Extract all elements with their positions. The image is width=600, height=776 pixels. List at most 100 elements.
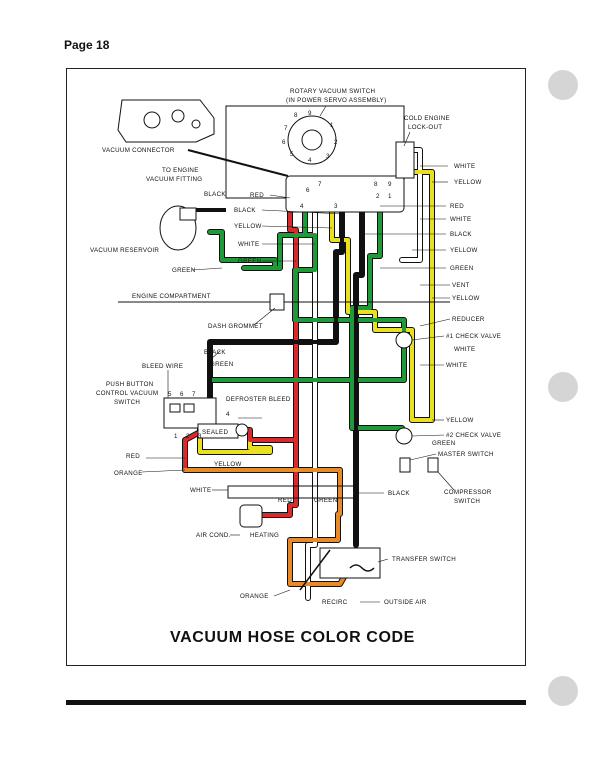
label-black-engine: BLACK — [204, 191, 226, 198]
hose-green-right — [350, 196, 404, 430]
svg-text:7: 7 — [284, 125, 288, 132]
svg-text:7: 7 — [192, 391, 196, 398]
svg-text:6: 6 — [282, 139, 286, 146]
footer-rule — [66, 700, 526, 705]
label-check-valve-1: #1 CHECK VALVE — [446, 333, 501, 340]
punch-hole-bottom — [548, 676, 578, 706]
label-vacuum-connector: VACUUM CONNECTOR — [102, 147, 175, 154]
label-red-push: RED — [126, 453, 140, 460]
page-number: Page 18 — [64, 38, 110, 52]
hose-green-main — [273, 196, 307, 270]
air-cond-actuator — [239, 504, 263, 528]
dash-grommet — [269, 293, 285, 311]
check-valve-2 — [395, 427, 413, 445]
svg-text:4: 4 — [226, 411, 230, 418]
hose-orange — [183, 468, 342, 586]
label-heating: HEATING — [250, 532, 279, 539]
label-push-button: PUSH BUTTON — [106, 381, 154, 388]
svg-text:9: 9 — [308, 110, 312, 117]
svg-text:9: 9 — [388, 181, 392, 188]
switch-plate-drawing — [117, 99, 215, 143]
label-green-master: GREEN — [432, 440, 456, 447]
label-bleed-wire: BLEED WIRE — [142, 363, 183, 370]
label-dash-grommet: DASH GROMMET — [208, 323, 263, 330]
svg-text:8: 8 — [294, 112, 298, 119]
label-rotary-switch-sub: (IN POWER SERVO ASSEMBLY) — [286, 97, 386, 104]
rotary-switch-dial — [287, 115, 337, 165]
master-switch — [399, 457, 411, 473]
label-yellow-vent: YELLOW — [452, 295, 480, 302]
svg-text:3: 3 — [198, 433, 202, 440]
svg-text:4: 4 — [300, 203, 304, 210]
switch-numbers: 8 9 1 2 3 4 5 6 7 7 6 4 3 8 9 2 1 5 6 7 … — [168, 110, 392, 440]
vacuum-connector — [285, 175, 405, 213]
cold-engine-lockout — [395, 141, 415, 179]
components — [117, 99, 450, 591]
svg-text:1: 1 — [388, 193, 392, 200]
label-to-engine-sub: VACUUM FITTING — [146, 176, 202, 183]
svg-text:7: 7 — [318, 181, 322, 188]
label-compressor: COMPRESSOR — [444, 489, 492, 496]
hose-red-bottom — [258, 438, 298, 517]
label-compressor-2: SWITCH — [454, 498, 480, 505]
svg-text:1: 1 — [330, 122, 334, 129]
svg-text:5: 5 — [168, 391, 172, 398]
svg-text:3: 3 — [326, 153, 330, 160]
svg-text:2: 2 — [376, 193, 380, 200]
hoses — [182, 147, 435, 601]
label-white-right: WHITE — [450, 216, 471, 223]
diagram-frame — [66, 68, 526, 666]
label-yellow-push: YELLOW — [214, 461, 242, 468]
punch-hole-top — [548, 70, 578, 100]
label-push-button-3: SWITCH — [114, 399, 140, 406]
label-yellow-left: YELLOW — [234, 223, 262, 230]
svg-text:6: 6 — [306, 187, 310, 194]
compressor-switch — [427, 457, 439, 473]
label-white-cv1: WHITE — [454, 346, 475, 353]
svg-text:2: 2 — [334, 139, 338, 146]
label-cold-engine: COLD ENGINE — [404, 115, 450, 122]
label-green-reservoir: GREEN — [172, 267, 196, 274]
label-red-right: RED — [450, 203, 464, 210]
hose-junction — [227, 485, 357, 499]
label-recirc: RECIRC — [322, 599, 348, 606]
punch-hole-middle — [548, 372, 578, 402]
label-orange-push: ORANGE — [114, 470, 143, 477]
label-engine-compartment: ENGINE COMPARTMENT — [132, 293, 211, 300]
label-green-right: GREEN — [450, 265, 474, 272]
label-white-right-top: WHITE — [454, 163, 475, 170]
label-yellow-cv2: YELLOW — [446, 417, 474, 424]
label-green-push: GREEN — [210, 361, 234, 368]
label-master-switch: MASTER SWITCH — [438, 451, 494, 458]
hose-red-main — [284, 196, 298, 442]
label-yellow-right-top: YELLOW — [454, 179, 482, 186]
label-black-push: BLACK — [204, 349, 226, 356]
label-cold-engine-sub: LOCK-OUT — [408, 124, 442, 131]
hose-yellow-push — [198, 410, 272, 454]
label-air-cond: AIR COND. — [196, 532, 231, 539]
label-red-bottom: RED — [278, 497, 292, 504]
svg-text:1: 1 — [174, 433, 178, 440]
label-green-left: GREEN — [238, 258, 262, 265]
label-black-left: BLACK — [234, 207, 256, 214]
labels: ROTARY VACUUM SWITCH (IN POWER SERVO ASS… — [90, 88, 501, 646]
hose-black — [208, 196, 344, 400]
label-yellow-right: YELLOW — [450, 247, 478, 254]
svg-text:6: 6 — [180, 391, 184, 398]
label-rotary-switch: ROTARY VACUUM SWITCH — [290, 88, 375, 95]
hose-black-right — [354, 196, 364, 547]
push-button-switch — [163, 397, 217, 429]
svg-text:3: 3 — [334, 203, 338, 210]
label-vacuum-reservoir: VACUUM RESERVOIR — [90, 247, 159, 254]
label-transfer-switch: TRANSFER SWITCH — [392, 556, 456, 563]
label-check-valve-2: #2 CHECK VALVE — [446, 432, 501, 439]
svg-text:2: 2 — [186, 433, 190, 440]
label-green-bottom: GREEN — [314, 497, 338, 504]
label-outside-air: OUTSIDE AIR — [384, 599, 427, 606]
label-defroster-bleed: DEFROSTER BLEED — [226, 396, 291, 403]
hose-green-loop — [208, 233, 406, 400]
label-sealed: SEALED — [202, 429, 228, 436]
label-orange-bottom: ORANGE — [240, 593, 269, 600]
diagram-title: VACUUM HOSE COLOR CODE — [170, 629, 415, 646]
transfer-switch — [319, 547, 381, 579]
